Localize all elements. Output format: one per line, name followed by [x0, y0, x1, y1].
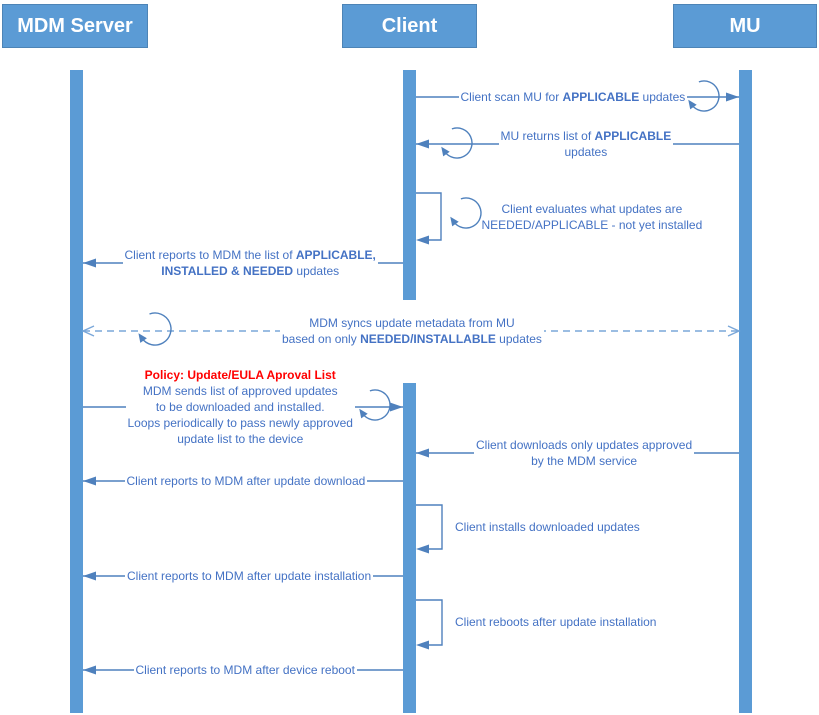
message-label-client-scan-mu: Client scan MU for APPLICABLE updates: [458, 89, 688, 105]
lifeline-mu: [739, 70, 752, 713]
loop-icon: [362, 389, 391, 421]
message-client-installs-updates: [416, 504, 443, 554]
message-label-client-reports-update-lists: Client reports to MDM the list of APPLIC…: [122, 247, 378, 279]
lifeline-mdm: [70, 70, 83, 713]
actor-box-mu: MU: [673, 4, 817, 48]
actor-box-mdm-server: MDM Server: [2, 4, 148, 48]
message-label-report-after-download: Client reports to MDM after update downl…: [124, 473, 368, 489]
message-label-report-after-reboot: Client reports to MDM after device reboo…: [133, 662, 357, 678]
message-label-client-reboots: Client reboots after update installation: [455, 615, 657, 629]
message-client-reboots: [416, 599, 443, 650]
loop-icon: [453, 197, 482, 229]
loop-icon: [691, 80, 720, 112]
message-label-report-after-installation: Client reports to MDM after update insta…: [125, 568, 374, 584]
message-label-client-installs-updates: Client installs downloaded updates: [455, 520, 640, 534]
loop-icon: [444, 127, 473, 159]
lifeline-client: [403, 70, 416, 300]
loop-icon: [141, 312, 172, 346]
message-client-evaluates-updates: [416, 192, 482, 245]
actor-box-client: Client: [342, 4, 477, 48]
lifeline-client: [403, 383, 416, 713]
